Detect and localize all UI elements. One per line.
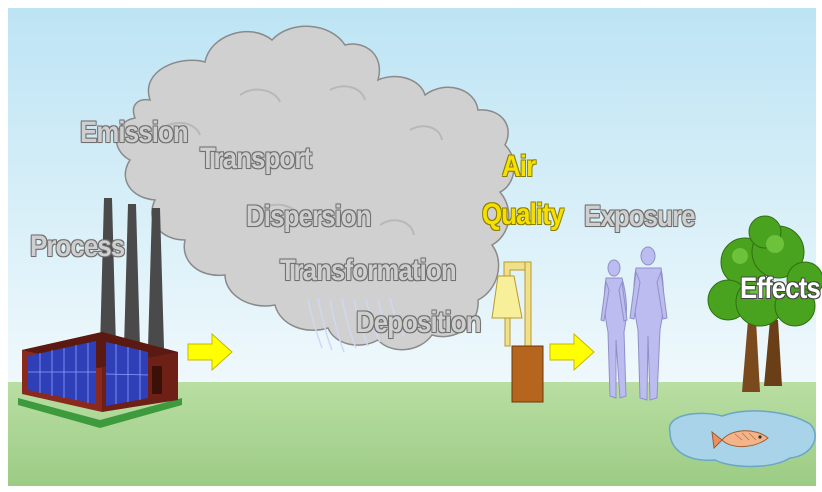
label-exposure: Exposure <box>584 200 696 233</box>
fish-icon <box>711 430 769 450</box>
smokestack-icon <box>100 198 164 348</box>
arrow-right-icon <box>549 332 595 372</box>
label-emission: Emission <box>80 116 189 149</box>
person-icon <box>629 246 668 401</box>
factory-icon <box>18 332 182 428</box>
label-transformation: Transformation <box>280 254 457 287</box>
label-effects: Effects <box>740 272 821 305</box>
label-dispersion: Dispersion <box>246 200 372 233</box>
arrow-right-icon <box>187 332 233 372</box>
label-process: Process <box>30 230 125 263</box>
label-transport: Transport <box>200 142 312 175</box>
label-deposition: Deposition <box>356 306 482 339</box>
label-air: Air <box>502 150 536 183</box>
tree-icon <box>707 215 822 392</box>
label-quality: Quality <box>482 198 564 231</box>
air-monitor-icon <box>491 261 544 403</box>
person-icon <box>600 259 628 399</box>
deposition-streaks <box>307 297 405 353</box>
